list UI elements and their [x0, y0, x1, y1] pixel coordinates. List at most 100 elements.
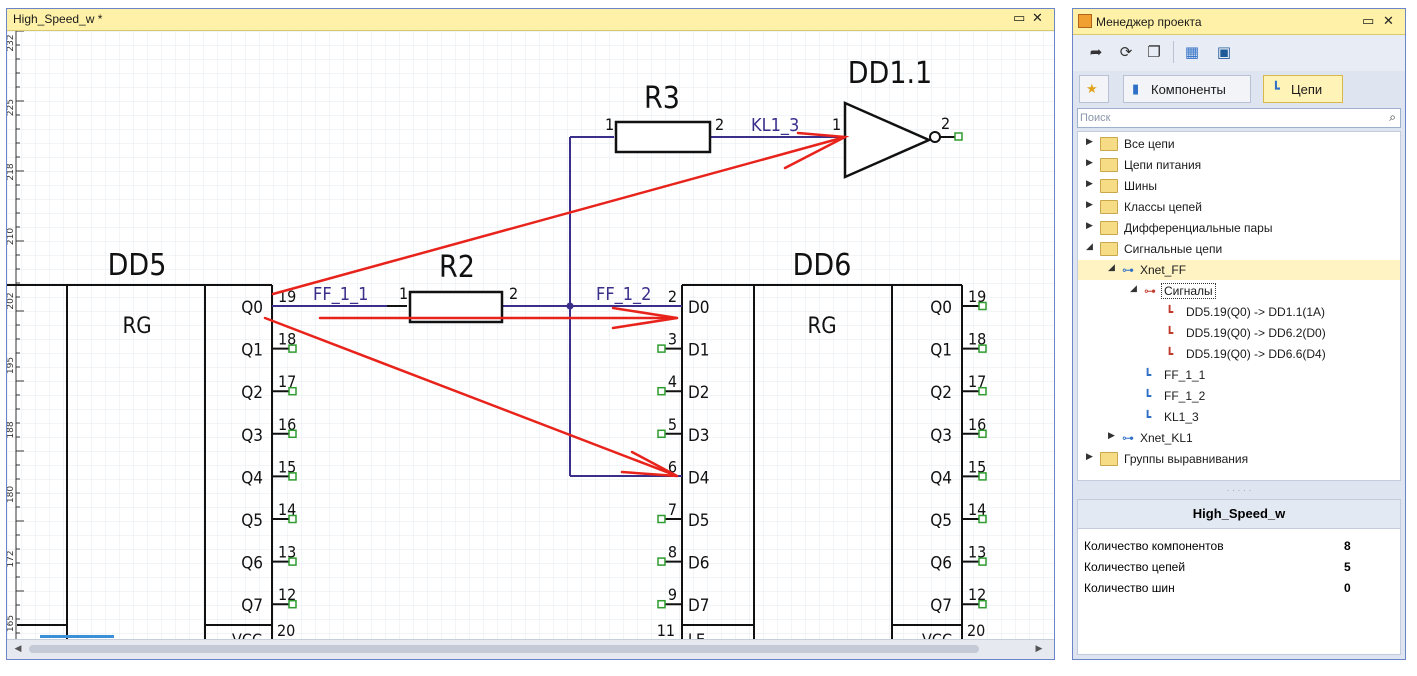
dd5-pin-number: 18	[278, 330, 296, 349]
close-icon[interactable]: ✕	[1032, 11, 1043, 26]
tree-item-signal[interactable]: ┗ DD5.19(Q0) -> DD1.1(1A)	[1078, 302, 1400, 322]
pin-end-marker[interactable]	[978, 429, 987, 439]
r2-name: R2	[439, 250, 475, 285]
resistor-r3[interactable]: R3 1 2	[605, 81, 724, 154]
refresh-icon[interactable]: ⟳	[1119, 43, 1133, 61]
pin-end-marker[interactable]	[978, 344, 987, 353]
dd5-pin-label: Q4	[241, 468, 263, 488]
tree-item-net[interactable]: ┗ FF_1_1	[1078, 365, 1400, 385]
properties-panel: High_Speed_w Количество компонентов 8 Ко…	[1077, 499, 1401, 655]
dd6-input-label: D0	[688, 298, 710, 318]
pin-end-marker[interactable]	[657, 344, 666, 353]
pin-end-marker[interactable]	[657, 386, 666, 396]
collapse-icon[interactable]: ◢	[1086, 242, 1093, 252]
tree-item-diff-pairs[interactable]: ▶ Дифференциальные пары	[1078, 218, 1400, 238]
tree-item-net[interactable]: ┗ FF_1_2	[1078, 386, 1400, 406]
expand-icon[interactable]: ▶	[1086, 221, 1093, 231]
tree-item-xnet-kl1[interactable]: ▶ ⊶ Xnet_KL1	[1078, 428, 1400, 448]
collapse-icon[interactable]: ◢	[1108, 263, 1115, 273]
pin-end-marker[interactable]	[657, 557, 666, 566]
collapse-icon[interactable]: ◢	[1130, 284, 1137, 294]
tree-item-label: DD5.19(Q0) -> DD6.2(D0)	[1186, 326, 1326, 340]
dd6-output-number: 14	[968, 500, 986, 519]
dd6-input-label: D3	[688, 426, 710, 446]
tree-item-net-classes[interactable]: ▶ Классы цепей	[1078, 197, 1400, 217]
project-manager-panel[interactable]: Менеджер проекта ▭ ✕ ➦ ⟳ ❐ ▦ ▣ ★ ▮ Компо…	[1072, 8, 1406, 660]
dd6-output-label: Q0	[930, 298, 952, 318]
inverter-dd1-1[interactable]: DD1.1 1 2	[832, 56, 963, 179]
restore-icon[interactable]: ▭	[1013, 11, 1026, 26]
expand-icon[interactable]: ▶	[1086, 179, 1093, 189]
pin-end-marker[interactable]	[288, 599, 297, 609]
net-icon: ┗	[1144, 368, 1152, 382]
nets-tree[interactable]: ▶ Все цепи ▶ Цепи питания ▶ Шины ▶ Класс…	[1077, 131, 1401, 481]
signal-arrows	[263, 131, 850, 478]
pin-end-marker[interactable]	[978, 599, 987, 609]
expand-icon[interactable]: ▶	[1086, 158, 1093, 168]
scroll-thumb[interactable]	[29, 645, 979, 653]
tree-item-net[interactable]: ┗ KL1_3	[1078, 407, 1400, 427]
close-icon[interactable]: ✕	[1383, 14, 1394, 29]
net-wires[interactable]: FF_1_1 FF_1_2 KL1_3	[272, 115, 845, 477]
pin-end-marker[interactable]	[288, 429, 297, 439]
pin-end-marker[interactable]	[657, 514, 666, 524]
navigate-icon[interactable]: ➦	[1089, 43, 1103, 61]
dd5-vcc-label: VCC	[232, 630, 262, 639]
schematic-tab[interactable]: High_Speed_w * ▭ ✕	[7, 9, 1054, 31]
pin-end-marker[interactable]	[288, 557, 297, 566]
folder-icon	[1100, 200, 1118, 214]
search-field[interactable]: ⌕	[1077, 108, 1401, 128]
windows-icon[interactable]: ❐	[1147, 43, 1161, 61]
tree-item-signal[interactable]: ┗ DD5.19(Q0) -> DD6.2(D0)	[1078, 323, 1400, 343]
property-key: Количество компонентов	[1084, 539, 1224, 553]
tree-item-signals[interactable]: ◢ ⊶ Сигналы	[1078, 281, 1400, 301]
pin-end-marker[interactable]	[978, 557, 987, 566]
pin-end-marker[interactable]	[288, 472, 297, 481]
scroll-left-icon[interactable]: ◀	[14, 644, 22, 654]
tab-nets[interactable]: ┗ Цепи	[1263, 75, 1343, 103]
tree-item-power-nets[interactable]: ▶ Цепи питания	[1078, 155, 1400, 175]
pin-end-marker[interactable]	[288, 386, 297, 396]
dd6-output-number: 13	[968, 543, 986, 562]
scroll-right-icon[interactable]: ▶	[1035, 644, 1043, 654]
expand-icon[interactable]: ▶	[1108, 431, 1115, 441]
search-input[interactable]	[1080, 110, 1370, 126]
dd6-output-label: Q2	[930, 383, 952, 403]
pin-end-marker[interactable]	[978, 514, 987, 524]
pin-end-marker[interactable]	[978, 386, 987, 396]
tree-item-signal-nets[interactable]: ◢ Сигнальные цепи	[1078, 239, 1400, 259]
dd5-pin-number: 15	[278, 457, 296, 476]
tree-item-buses[interactable]: ▶ Шины	[1078, 176, 1400, 196]
search-icon[interactable]: ⌕	[1389, 110, 1396, 124]
monitor-icon[interactable]: ▣	[1216, 43, 1232, 61]
schematic-tab-title: High_Speed_w *	[13, 12, 103, 26]
dd6-input-number: 7	[668, 500, 677, 519]
tree-item-xnet-ff[interactable]: ◢ ⊶ Xnet_FF	[1078, 260, 1400, 280]
tree-item-all-nets[interactable]: ▶ Все цепи	[1078, 134, 1400, 154]
dd6-input-label: D2	[688, 383, 710, 403]
horizontal-scrollbar[interactable]: ◀ ▶	[7, 639, 1054, 659]
pin-end-marker[interactable]	[657, 599, 666, 609]
tree-item-signal[interactable]: ┗ DD5.19(Q0) -> DD6.6(D4)	[1078, 344, 1400, 364]
tree-item-align-groups[interactable]: ▶ Группы выравнивания	[1078, 449, 1400, 469]
expand-icon[interactable]: ▶	[1086, 452, 1093, 462]
tab-favorites[interactable]: ★	[1079, 75, 1109, 103]
net-tool-icon[interactable]: ▦	[1184, 43, 1200, 61]
expand-icon[interactable]: ▶	[1086, 137, 1093, 147]
tree-item-label: Классы цепей	[1124, 200, 1202, 214]
pin-end-marker[interactable]	[288, 514, 297, 524]
tree-item-label: Сигнальные цепи	[1124, 242, 1223, 256]
panel-splitter[interactable]: · · · · ·	[1226, 485, 1252, 495]
pin-end-marker[interactable]	[978, 301, 987, 311]
project-manager-titlebar[interactable]: Менеджер проекта ▭ ✕	[1073, 9, 1405, 35]
pin-end-marker[interactable]	[657, 429, 666, 439]
tab-components[interactable]: ▮ Компоненты	[1123, 75, 1251, 103]
pin-end-marker[interactable]	[288, 344, 297, 353]
restore-icon[interactable]: ▭	[1362, 14, 1375, 29]
component-dd5[interactable]: DD5 RG Q019Q118Q217Q316Q415Q514Q613Q712 …	[7, 248, 297, 639]
expand-icon[interactable]: ▶	[1086, 200, 1093, 210]
pin-end-marker[interactable]	[978, 472, 987, 481]
